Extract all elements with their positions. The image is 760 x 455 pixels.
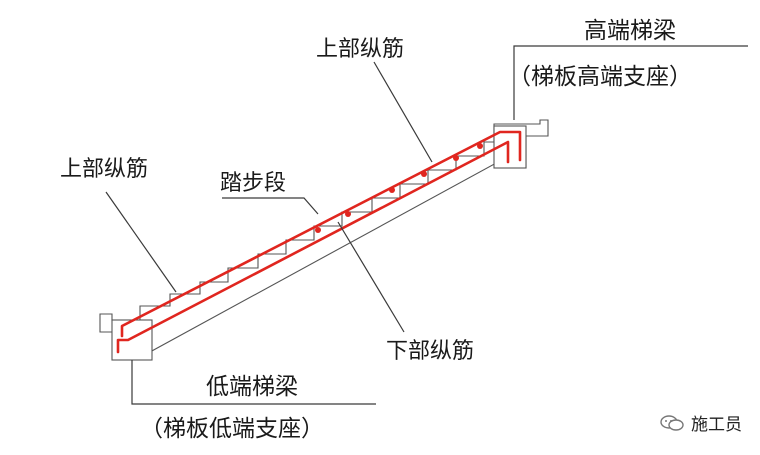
leader-lower-rebar — [337, 221, 405, 333]
watermark: 施工员 — [659, 410, 742, 435]
label-high-beam-title: 高端梯梁 — [584, 18, 676, 44]
label-upper-rebar-left: 上部纵筋 — [60, 157, 148, 182]
label-lower-rebar: 下部纵筋 — [386, 339, 474, 364]
label-low-beam-sub: （梯板低端支座） — [140, 416, 324, 442]
distribution-bar-dot — [453, 155, 459, 161]
leader-tread-section — [222, 197, 319, 215]
label-high-beam-sub: （梯板高端支座） — [508, 64, 692, 90]
wechat-icon — [660, 414, 684, 431]
leader-upper-rebar-left — [105, 191, 177, 293]
label-tread-section: 踏步段 — [220, 171, 286, 196]
upper-longitudinal-rebar — [120, 130, 522, 338]
leader-upper-rebar-top — [373, 61, 433, 163]
distribution-bar-dot — [345, 211, 351, 217]
lower-longitudinal-rebar — [116, 140, 510, 354]
leader-high-beam — [513, 45, 748, 120]
watermark-text: 施工员 — [691, 415, 742, 435]
leader-low-beam — [131, 360, 376, 405]
distribution-bar-dot — [477, 143, 483, 149]
distribution-bar-dot — [389, 187, 395, 193]
label-upper-rebar-top: 上部纵筋 — [316, 37, 404, 62]
label-low-beam-title: 低端梯梁 — [206, 374, 298, 400]
distribution-bar-dot — [421, 171, 427, 177]
distribution-bar-dot — [315, 227, 321, 233]
